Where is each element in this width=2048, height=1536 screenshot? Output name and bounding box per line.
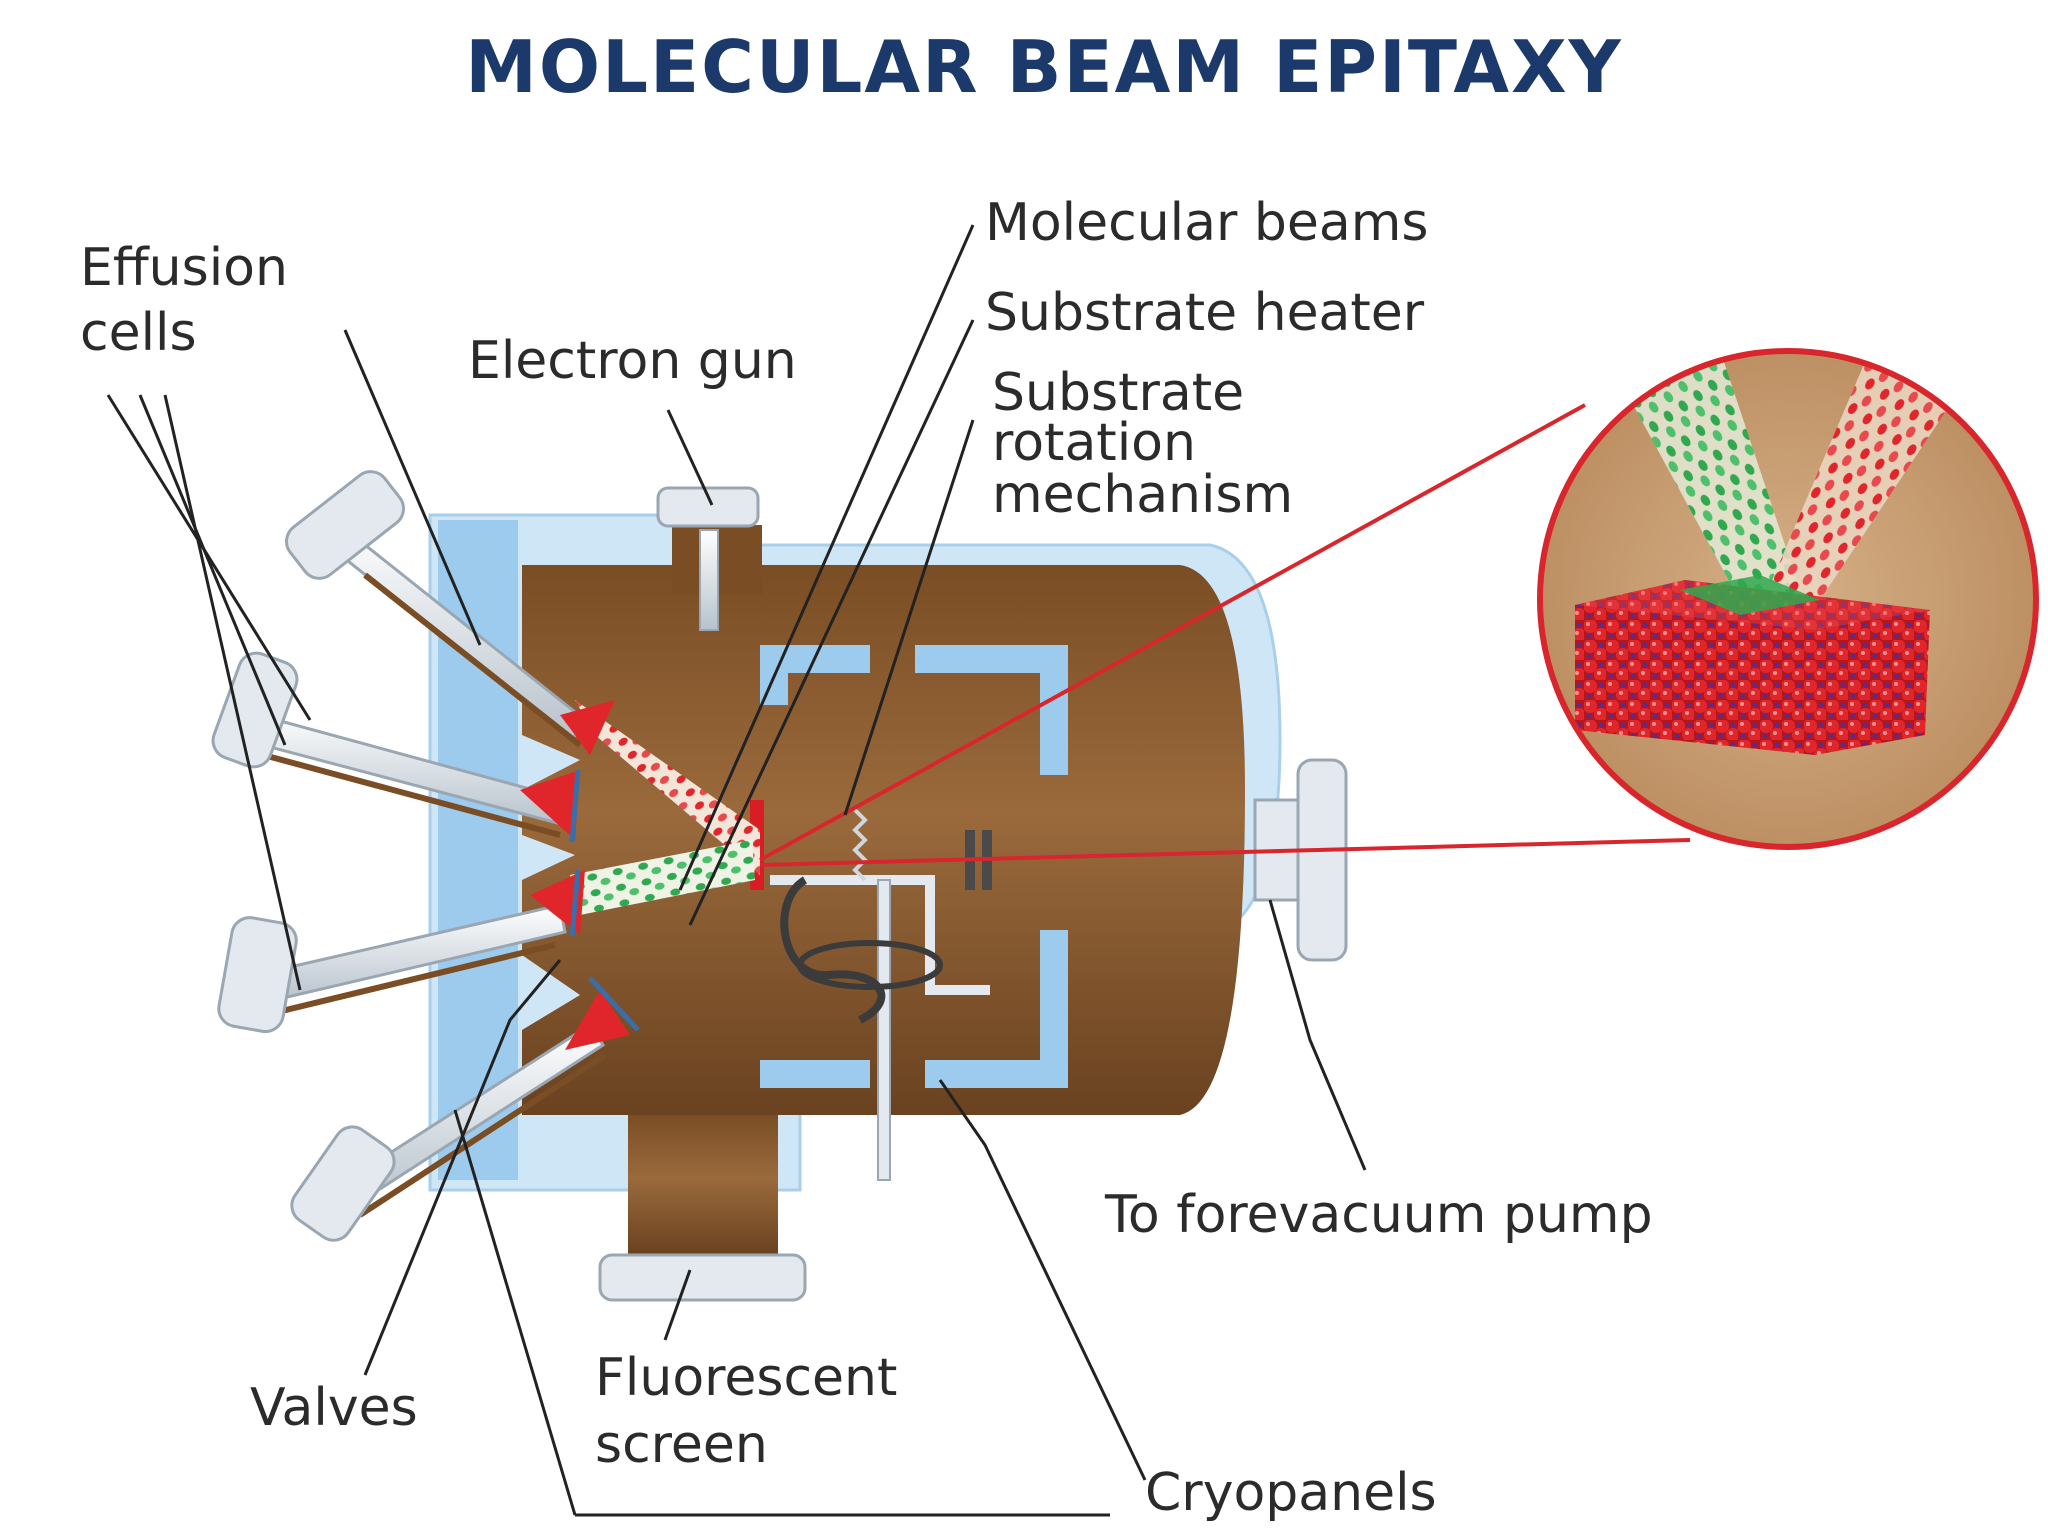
label-substrate-rotation-3: mechanism <box>992 465 1293 525</box>
label-fluorescent-screen-1: Fluorescent <box>595 1348 897 1408</box>
substrate-magnifier <box>1540 350 2036 847</box>
valve-flange-icon <box>208 648 302 772</box>
label-substrate-heater: Substrate heater <box>985 283 1425 343</box>
fluorescent-screen-port <box>600 1115 805 1300</box>
label-effusion-cells-2: cells <box>80 303 197 363</box>
label-molecular-beams: Molecular beams <box>985 193 1429 253</box>
label-fluorescent-screen-2: screen <box>595 1415 768 1475</box>
label-electron-gun: Electron gun <box>468 331 797 391</box>
label-effusion-cells-1: Effusion <box>80 238 288 298</box>
diagram-title: MOLECULAR BEAM EPITAXY <box>465 25 1622 109</box>
label-to-forevacuum-pump: To forevacuum pump <box>1104 1185 1653 1245</box>
label-valves: Valves <box>250 1378 418 1438</box>
label-substrate-rotation-2: rotation <box>992 413 1196 473</box>
label-cryopanels: Cryopanels <box>1145 1463 1437 1523</box>
valve-flange-icon <box>285 1120 401 1247</box>
